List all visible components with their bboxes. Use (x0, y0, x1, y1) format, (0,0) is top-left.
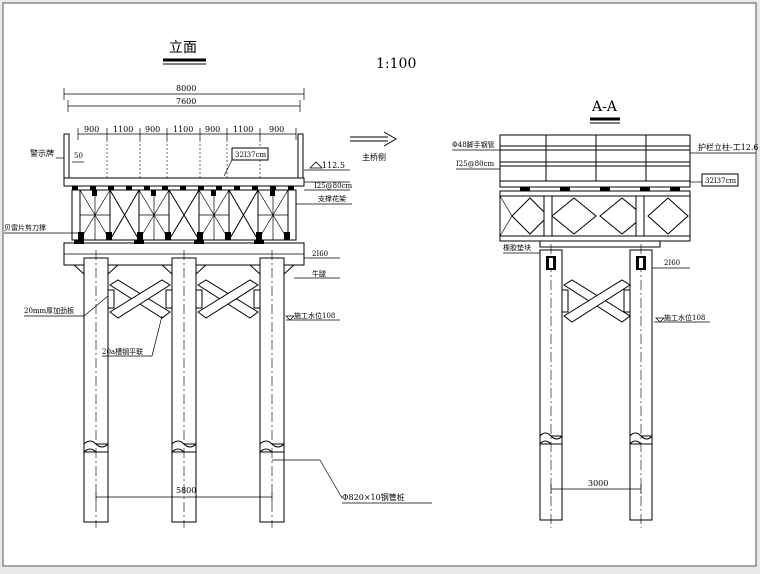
label-channel-brace: 20a槽钢平联 (102, 347, 143, 356)
label-pipe: Φ48脚手钢管 (452, 140, 495, 149)
dim-8000: 8000 (176, 84, 196, 93)
dim-50: 50 (74, 152, 83, 160)
dim-pile-spacing: 5800 (176, 486, 196, 495)
span-4: 1100 (173, 125, 193, 134)
deck-crossbeams (72, 186, 294, 190)
label-warning-pile: 警示牌 (30, 148, 54, 158)
span-3: 900 (145, 125, 160, 134)
bailey-truss (71, 189, 297, 241)
label-2i60: 2I60 (312, 250, 328, 258)
section-x-bracing (561, 279, 631, 323)
section-truss (499, 190, 691, 242)
dim-7600: 7600 (176, 97, 196, 106)
span-5: 900 (205, 125, 220, 134)
label-support-frame: 支撑花架 (318, 194, 346, 203)
span-2: 1100 (113, 125, 133, 134)
label-rubber-pad: 橡胶垫块 (503, 243, 531, 252)
section-piles (539, 244, 653, 528)
label-channel-left: I25@80cm (314, 182, 353, 190)
section-cap-beam (539, 240, 661, 248)
deck-plank (63, 177, 305, 187)
label-level-112: 112.5 (322, 161, 345, 170)
label-bailey-brace: 贝雷片剪刀撑 (4, 223, 46, 232)
label-water-level: 施工水位108 (294, 311, 335, 320)
elevation-view: 立面 1:100 8000 7600 900 1100 900 1100 900… (4, 40, 432, 528)
label-steel-pile: Φ820×10钢管桩 (342, 492, 405, 502)
label-h-beam: 32I37cm (235, 151, 267, 159)
section-view: A-A Φ48脚手钢管 I25@80cm 护栏立柱-工12.6 32I37cm (452, 99, 759, 528)
section-h-beam-box (701, 173, 739, 187)
section-deck (499, 180, 691, 188)
label-water-level-right: 施工水位108 (664, 313, 705, 322)
elevation-title: 立面 (169, 40, 197, 56)
label-main-direction: 主桥侧 (362, 152, 386, 162)
label-h-beam-right: 32I37cm (705, 177, 737, 185)
label-guardrail-post: 护栏立柱-工12.6 (698, 142, 759, 152)
span-6: 1100 (233, 125, 253, 134)
h-beam-box (231, 147, 269, 161)
warning-post-right (297, 133, 304, 179)
level-marker (309, 161, 323, 169)
main-bridge-arrow (350, 131, 397, 147)
dim-section-spacing: 3000 (588, 479, 608, 488)
span-7: 900 (269, 125, 284, 134)
label-2i60-right: 2I60 (664, 259, 680, 267)
bailey-panels (78, 189, 290, 241)
scale-label: 1:100 (376, 56, 416, 72)
label-bracket: 牛腿 (312, 269, 326, 278)
section-title: A-A (591, 99, 618, 115)
label-stiffener: 20mm厚加劲板 (24, 306, 74, 315)
elevation-piles (72, 250, 296, 528)
label-channel-right: I25@80cm (456, 160, 495, 168)
warning-post-left (63, 133, 70, 179)
span-1: 900 (84, 125, 99, 134)
pile-x-bracing (107, 279, 261, 319)
